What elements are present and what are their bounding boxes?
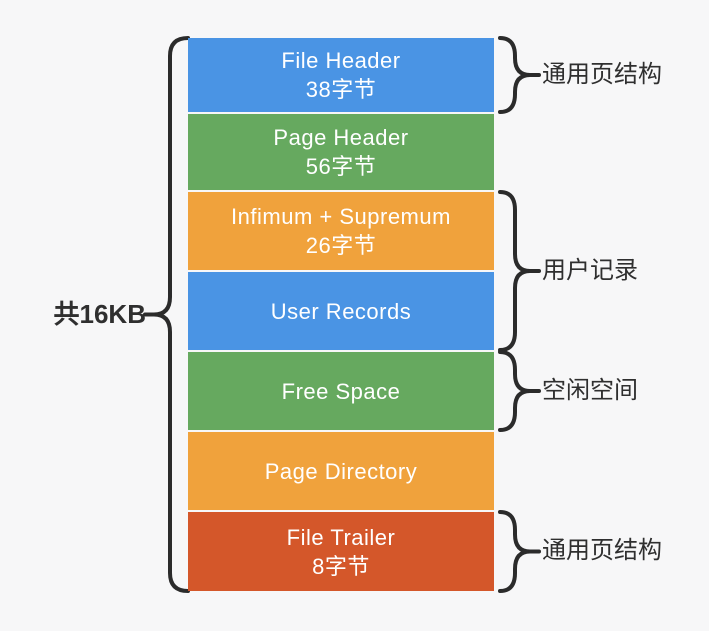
block-title: File Trailer	[286, 524, 396, 550]
block-subtitle: 8字节	[312, 553, 370, 579]
right-brace-user-records-icon	[498, 190, 541, 352]
block-title: User Records	[270, 298, 412, 324]
block-file-trailer: File Trailer 8字节	[188, 512, 494, 591]
block-title: Page Header	[273, 125, 409, 150]
block-subtitle: 56字节	[305, 154, 377, 179]
annotation-general-structure-top: 通用页结构	[542, 61, 662, 88]
annotation-free-space: 空闲空间	[542, 377, 638, 404]
block-subtitle: 38字节	[305, 77, 377, 102]
total-size-label: 共16KB	[53, 299, 146, 329]
block-free-space: Free Space	[188, 352, 494, 430]
block-page-directory: Page Directory	[188, 432, 494, 510]
block-page-header: Page Header 56字节	[188, 114, 494, 190]
block-title: Infimum + Supremum	[231, 204, 451, 229]
block-infimum-supremum: Infimum + Supremum 26字节	[188, 192, 494, 270]
total-left-brace-icon	[143, 36, 190, 593]
right-brace-free-space-icon	[498, 350, 541, 432]
annotation-general-structure-bottom: 通用页结构	[542, 537, 662, 564]
annotation-user-records: 用户记录	[542, 257, 638, 284]
block-file-header: File Header 38字节	[188, 38, 494, 112]
right-brace-general-bottom-icon	[498, 510, 541, 593]
block-title: File Header	[281, 48, 401, 73]
block-user-records: User Records	[188, 272, 494, 350]
right-brace-general-top-icon	[498, 36, 541, 114]
block-subtitle: 26字节	[305, 233, 377, 258]
block-title: Free Space	[281, 378, 401, 404]
block-title: Page Directory	[264, 458, 418, 484]
